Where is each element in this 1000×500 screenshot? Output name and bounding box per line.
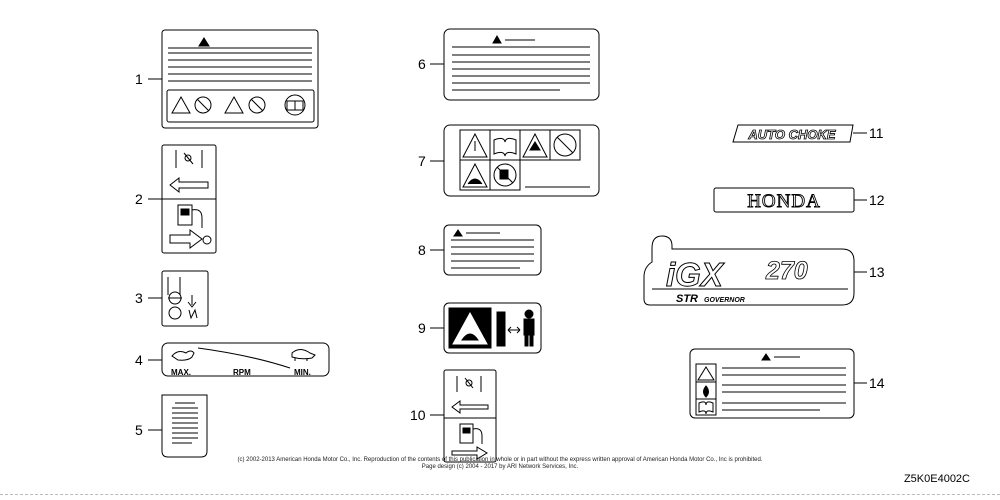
callout-4: 4 [135, 352, 143, 368]
callout-2: 2 [135, 191, 143, 207]
label-13-igx-str-governor-emblem[interactable]: iGX 270 STR GOVERNOR [643, 235, 867, 306]
diagram-code: Z5K0E4002C [903, 473, 970, 485]
callout-14: 14 [869, 375, 885, 391]
throttle-rpm-label: RPM [233, 368, 251, 377]
igx-text: iGX [666, 256, 725, 293]
callout-11: 11 [869, 125, 884, 141]
copyright-line-2: Page design (c) 2004 - 2017 by ARI Netwo… [421, 464, 579, 470]
throttle-min-label: MIN. [294, 368, 311, 377]
governor-text: GOVERNOR [704, 297, 745, 304]
callout-1: 1 [135, 71, 143, 87]
callout-12: 12 [869, 192, 885, 208]
label-2-choke-fuel-label[interactable] [148, 144, 217, 254]
callout-3: 3 [135, 290, 143, 306]
honda-text: HONDA [747, 191, 821, 212]
label-7-pictogram-warning-label[interactable] [430, 124, 600, 197]
str-text: STR [676, 293, 698, 305]
bottom-divider [0, 494, 1000, 495]
label-6-warning-label[interactable] [430, 28, 600, 101]
callout-10: 10 [410, 407, 426, 423]
callout-9: 9 [418, 320, 426, 336]
callout-6: 6 [418, 56, 426, 72]
callout-7: 7 [418, 153, 426, 169]
label-14-warning-label[interactable] [689, 348, 867, 419]
copyright-notice: (c) 2002-2013 American Honda Motor Co., … [150, 457, 850, 471]
callout-8: 8 [418, 242, 426, 258]
callout-13: 13 [869, 264, 885, 280]
label-4-throttle-label[interactable] [148, 342, 330, 377]
label-3-fuel-valve-label[interactable] [148, 270, 209, 327]
label-9-hot-surface-label[interactable] [430, 302, 542, 354]
label-12-honda-emblem[interactable]: HONDA [713, 187, 867, 213]
label-8-warning-label[interactable] [430, 224, 542, 276]
igx-model-number: 270 [765, 257, 808, 285]
auto-choke-text: AUTO CHOKE [747, 127, 835, 142]
label-11-auto-choke-emblem[interactable]: AUTO CHOKE [732, 124, 867, 143]
label-5-instruction-label[interactable] [148, 394, 208, 458]
callout-5: 5 [135, 422, 143, 438]
throttle-max-label: MAX. [171, 368, 191, 377]
label-10-choke-fuel-label[interactable] [430, 369, 497, 463]
label-1-warning-label[interactable] [148, 29, 319, 129]
copyright-line-1: (c) 2002-2013 American Honda Motor Co., … [237, 457, 763, 463]
